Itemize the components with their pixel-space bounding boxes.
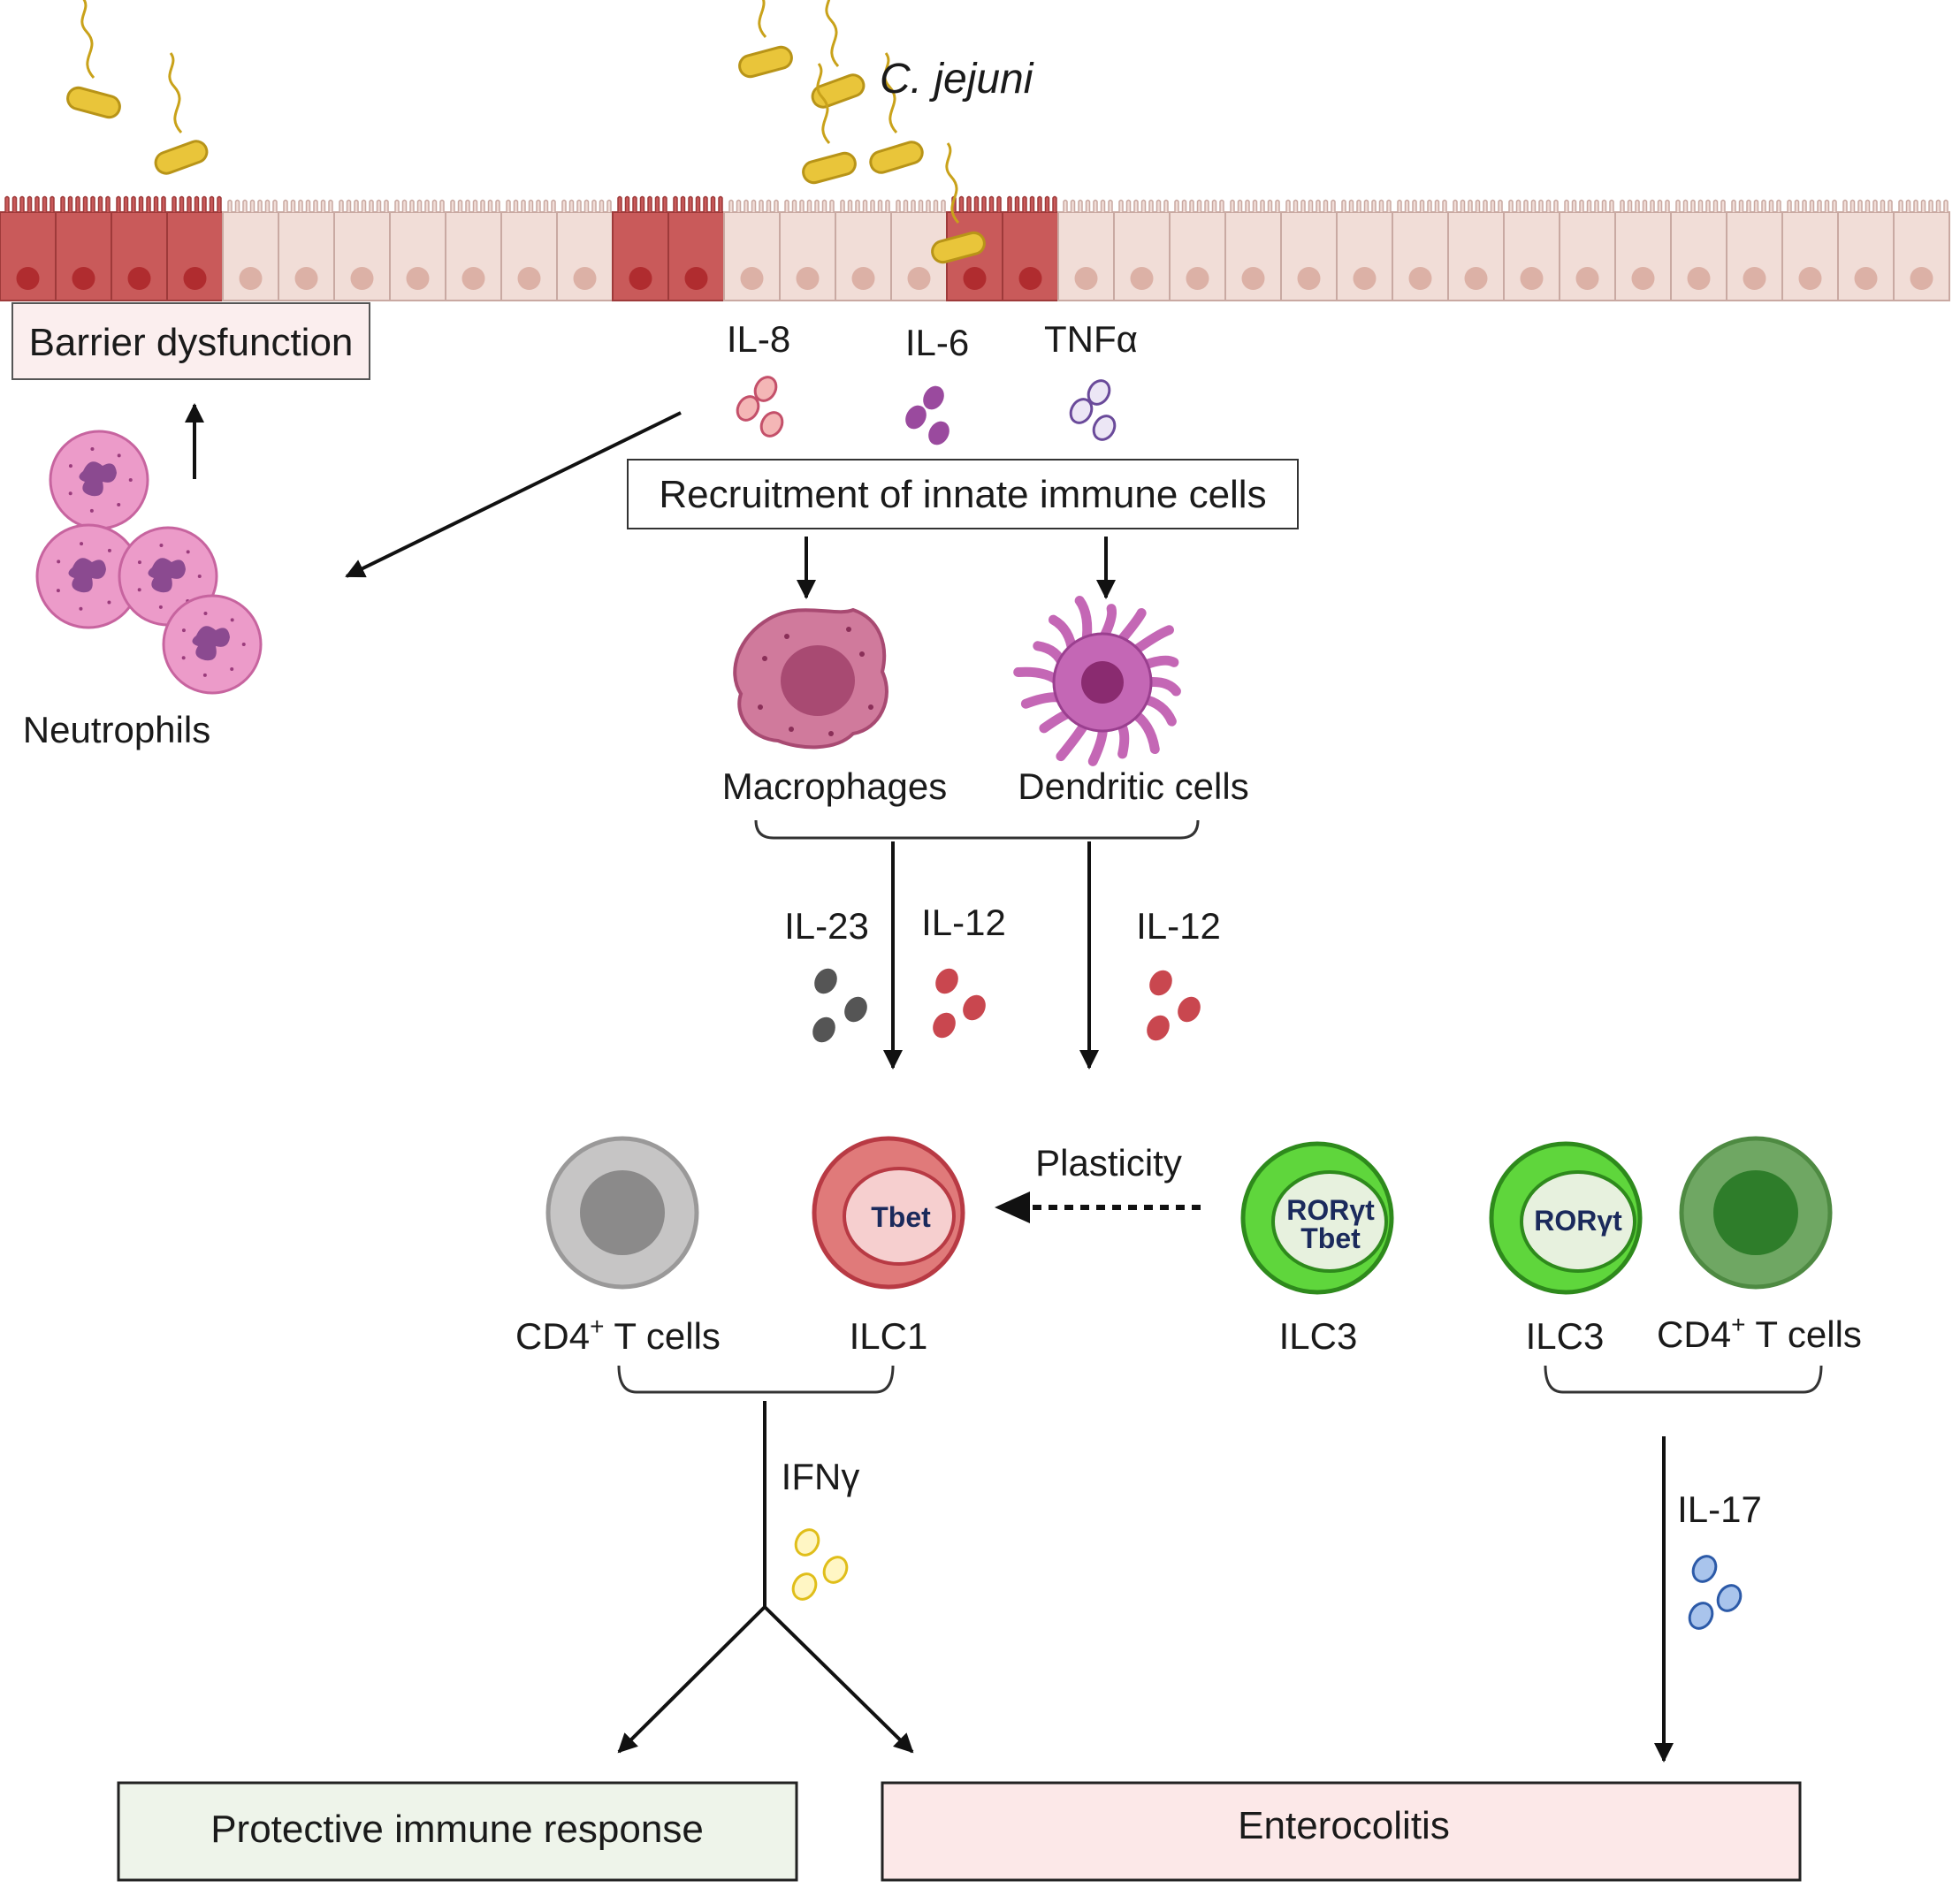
epithelial-cell (1614, 199, 1672, 301)
cytokine-dots-il17 (1688, 1555, 1743, 1630)
epithelial-cell (1837, 199, 1895, 301)
bracket-th1 (617, 1365, 895, 1394)
dendritic-cells-label: Dendritic cells (1018, 765, 1248, 807)
enterocolitis-box: Enterocolitis (881, 1781, 1802, 1882)
cytokine-label-tnfa: TNFα (1044, 318, 1138, 360)
c-jejuni-bacterium (738, 0, 793, 79)
epithelial-cell (1224, 199, 1282, 301)
infected-epithelial-cell (1002, 195, 1059, 301)
epithelial-cell (1169, 199, 1226, 301)
ilc3-cell-mid: RORγt Tbet (1240, 1141, 1394, 1295)
epithelial-cell (1559, 199, 1616, 301)
ilc3-cell-right: RORγt (1489, 1141, 1643, 1295)
ilc1-cell: Tbet (812, 1136, 965, 1290)
c-jejuni-bacterium (66, 0, 121, 119)
cytokine-dots-il12-right (1147, 970, 1201, 1041)
epithelial-cell (1893, 199, 1950, 301)
epithelial-cell (1336, 199, 1393, 301)
bacteria-group (66, 0, 986, 264)
ilc1-nucleus-label: Tbet (871, 1201, 931, 1233)
plasticity-label: Plasticity (1035, 1142, 1182, 1184)
ifng-label: IFNγ (782, 1456, 860, 1497)
infected-epithelial-cell (166, 195, 224, 301)
barrier-dysfunction-box: Barrier dysfunction (11, 302, 370, 380)
cytokine-dots-il12-left (933, 968, 986, 1039)
cytokine-dots-il8 (736, 376, 784, 438)
epithelium-layer (0, 195, 1950, 301)
bracket-apc (754, 819, 1200, 840)
epithelial-cell (835, 199, 892, 301)
epithelial-cell (556, 199, 614, 301)
epithelial-cell (333, 199, 391, 301)
epithelial-cell (500, 199, 558, 301)
epithelial-cell (779, 199, 836, 301)
ilc3-mid-label: ILC3 (1279, 1315, 1358, 1357)
il12-left-label: IL-12 (921, 902, 1006, 943)
infected-epithelial-cell (55, 195, 112, 301)
cytokine-dots-ifng (791, 1528, 849, 1601)
epithelial-cell (1447, 199, 1505, 301)
arrow-to-neutrophils (345, 411, 682, 578)
ilc3-mid-nucleus-label-2: Tbet (1300, 1222, 1361, 1254)
cytokine-label-il8: IL-8 (727, 318, 790, 360)
epithelial-cell (1781, 199, 1839, 301)
il17-label: IL-17 (1677, 1488, 1762, 1530)
ilc3-right-nucleus-label: RORγt (1534, 1205, 1622, 1237)
macrophages-label: Macrophages (722, 765, 947, 807)
il23-label: IL-23 (784, 905, 869, 947)
recruitment-label: Recruitment of innate immune cells (659, 473, 1266, 516)
epithelial-cell (1503, 199, 1560, 301)
epithelial-cell (222, 199, 279, 301)
epithelial-cell (1057, 199, 1115, 301)
cd4-t-cell-green (1679, 1136, 1833, 1290)
plasticity-arrowhead (995, 1191, 1030, 1223)
ilc1-label: ILC1 (850, 1315, 928, 1357)
epithelial-cell (389, 199, 446, 301)
c-jejuni-bacterium (869, 52, 924, 174)
cytokine-label-il6: IL-6 (905, 322, 969, 363)
arrow-to-protective (617, 1605, 766, 1754)
protective-response-box: Protective immune response (117, 1781, 798, 1882)
barrier-dysfunction-label: Barrier dysfunction (29, 321, 354, 364)
epithelial-cell (1392, 199, 1449, 301)
neutrophils-illustration (35, 430, 263, 695)
epithelial-cell (1670, 199, 1727, 301)
cd4-t-cells-label-right: CD4+ T cells (1657, 1311, 1862, 1355)
epithelial-cell (1726, 199, 1783, 301)
dendritic-cell-illustration (1013, 596, 1181, 766)
epithelial-cell (1280, 199, 1338, 301)
c-jejuni-bacterium (802, 63, 857, 185)
epithelial-cell (890, 199, 948, 301)
cytokine-dots-il23 (812, 968, 867, 1043)
infected-epithelial-cell (111, 195, 168, 301)
macrophage-illustration (733, 607, 888, 750)
c-jejuni-bacterium (154, 52, 209, 175)
neutrophil-cell (162, 594, 263, 695)
bracket-th17 (1544, 1365, 1823, 1394)
il12-right-label: IL-12 (1136, 905, 1221, 947)
epithelial-cell (445, 199, 502, 301)
cd4-t-cell-grey (545, 1136, 699, 1290)
epithelial-cell (723, 199, 781, 301)
bacterium-label: C. jejuni (880, 56, 1034, 103)
cytokine-dots-il6 (905, 385, 949, 445)
arrow-to-enterocolitis-ifng (763, 1605, 914, 1754)
neutrophils-label: Neutrophils (23, 709, 210, 750)
enterocolitis-label: Enterocolitis (1238, 1804, 1450, 1847)
ilc3-right-label: ILC3 (1526, 1315, 1605, 1357)
c-jejuni-bacterium (931, 142, 986, 264)
infected-epithelial-cell (667, 195, 725, 301)
recruitment-box: Recruitment of innate immune cells (627, 459, 1299, 529)
infected-epithelial-cell (612, 195, 669, 301)
epithelial-cell (1113, 199, 1171, 301)
neutrophil-cell (35, 523, 141, 629)
infected-epithelial-cell (0, 195, 57, 301)
epithelial-cell (278, 199, 335, 301)
ilc3-mid-nucleus-label-1: RORγt (1286, 1194, 1375, 1226)
protective-response-label: Protective immune response (210, 1808, 704, 1851)
neutrophil-cell (49, 430, 149, 530)
cytokine-dots-tnfa (1069, 379, 1117, 441)
cd4-t-cells-label-left: CD4+ T cells (515, 1313, 721, 1357)
